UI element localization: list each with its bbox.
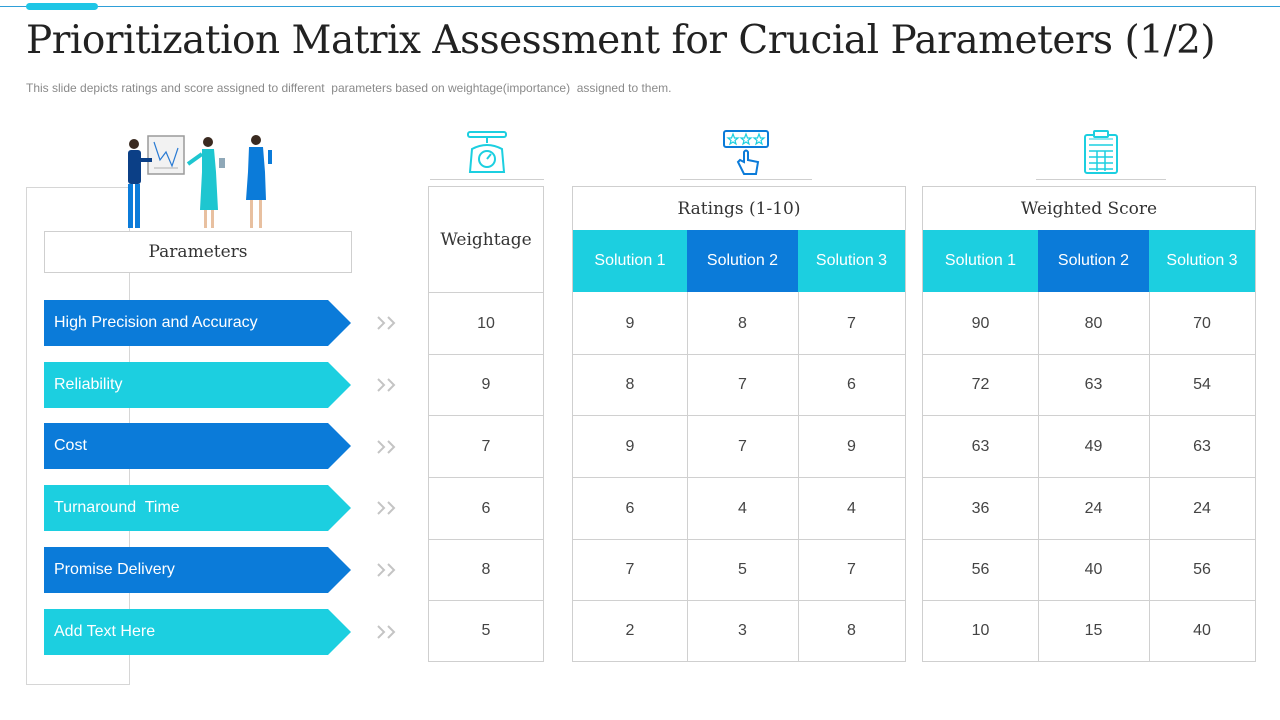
ratings-cell: 9 [847, 437, 856, 455]
ratings-cell: 6 [625, 499, 635, 517]
weighted-column-header: Solution 2 [1038, 230, 1149, 292]
weightage-cell: 6 [481, 499, 491, 517]
weightage-cell: 9 [481, 376, 491, 393]
parameters-header: Parameters [44, 231, 352, 273]
weighted-score-header: Weighted Score [1020, 198, 1158, 219]
weighted-cell: 15 [1084, 622, 1103, 639]
parameter-arrow-3: Cost [44, 423, 351, 469]
parameter-arrow-6: Add Text Here [44, 609, 351, 655]
parameter-arrow-5: Promise Delivery [44, 547, 351, 593]
page-title: Prioritization Matrix Assessment for Cru… [26, 18, 1216, 63]
top-accent-line [0, 6, 1280, 7]
ratings-cell: 7 [738, 376, 747, 393]
weighted-cell: 63 [971, 437, 990, 455]
weightage-header: Weightage [440, 229, 532, 250]
ratings-header: Ratings (1-10) [677, 198, 801, 219]
weighted-column-header: Solution 1 [923, 230, 1038, 292]
weighted-column-header: Solution 3 [1149, 230, 1255, 292]
double-chevron-icon [377, 316, 396, 330]
weighted-cell: 56 [1193, 561, 1211, 578]
parameter-arrow-2: Reliability [44, 362, 351, 408]
parameter-arrow-1: High Precision and Accuracy [44, 300, 351, 346]
ratings-cell: 8 [625, 376, 635, 393]
ratings-cell: 4 [738, 499, 747, 517]
weighted-cell: 10 [971, 622, 990, 639]
ratings-cell: 4 [847, 499, 856, 517]
weighted-cell: 63 [1084, 376, 1103, 393]
double-chevron-icon [377, 501, 396, 515]
ratings-cell: 8 [738, 314, 747, 332]
weighted-cell: 80 [1084, 314, 1103, 332]
star-rating-click-icon [723, 130, 769, 175]
ratings-cell: 2 [625, 622, 635, 639]
weighted-cell: 24 [1193, 499, 1211, 517]
ratings-cell: 7 [738, 437, 747, 455]
weighted-score-table: Weighted Score Solution 1 Solution 2 Sol… [922, 186, 1256, 662]
double-chevron-icon [377, 440, 396, 454]
parameter-arrow-4: Turnaround Time [44, 485, 351, 531]
icon-underline [680, 179, 812, 180]
weighted-cell: 40 [1193, 622, 1211, 639]
double-chevron-icon [377, 563, 396, 577]
ratings-cell: 5 [738, 561, 747, 578]
weighted-cell: 24 [1084, 499, 1103, 517]
business-people-illustration [128, 135, 272, 228]
weightage-cell: 5 [481, 622, 491, 639]
ratings-cell: 6 [847, 376, 856, 393]
weighted-cell: 36 [971, 499, 990, 517]
ratings-cell: 7 [847, 314, 856, 332]
weighted-cell: 40 [1084, 561, 1103, 578]
ratings-column-header: Solution 2 [687, 230, 798, 292]
weighted-cell: 72 [971, 376, 990, 393]
ratings-cell: 7 [625, 561, 635, 578]
weighted-cell: 49 [1084, 437, 1103, 455]
double-chevron-icon [377, 378, 396, 392]
weightage-cell: 10 [477, 314, 495, 332]
ratings-column-header: Solution 3 [798, 230, 905, 292]
icon-underline [1036, 179, 1166, 180]
ratings-cell: 9 [625, 437, 635, 455]
weightage-table: Weightage 10 9 7 6 8 5 [428, 186, 544, 662]
ratings-cell: 9 [625, 314, 635, 332]
ratings-table: Ratings (1-10) Solution 1 Solution 2 Sol… [572, 186, 906, 662]
weighted-cell: 54 [1193, 376, 1211, 393]
weighted-cell: 63 [1193, 437, 1211, 455]
ratings-cell: 7 [847, 561, 856, 578]
page-subtitle: This slide depicts ratings and score ass… [26, 81, 672, 95]
score-board-icon [1084, 130, 1118, 174]
weightage-cell: 7 [481, 437, 491, 455]
weightage-cell: 8 [481, 561, 491, 578]
ratings-cell: 3 [738, 622, 747, 639]
weighted-cell: 90 [971, 314, 990, 332]
ratings-cell: 8 [847, 622, 856, 639]
double-chevron-icon [377, 625, 396, 639]
icon-underline [430, 179, 544, 180]
weighing-scale-icon [467, 131, 507, 173]
weighted-cell: 70 [1193, 314, 1211, 332]
top-accent-tab [26, 3, 98, 10]
weighted-cell: 56 [971, 561, 990, 578]
ratings-column-header: Solution 1 [573, 230, 687, 292]
